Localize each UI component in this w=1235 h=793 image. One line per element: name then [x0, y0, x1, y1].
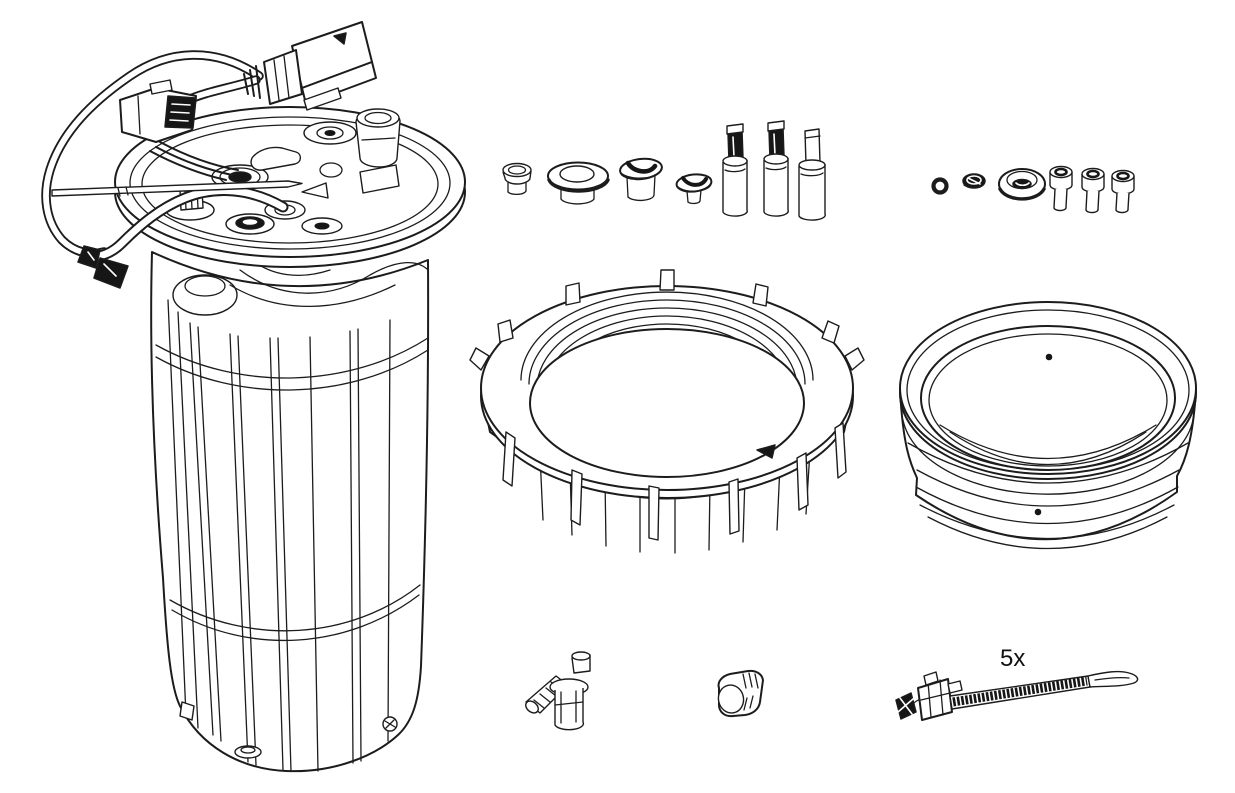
locking-ring-threaded-collar — [469, 269, 865, 554]
internal-pump-parts — [172, 257, 428, 316]
socket-head-screw-2 — [1081, 167, 1105, 214]
fastener-kit — [931, 165, 1135, 214]
terminal-pin-bladed-1 — [722, 123, 748, 217]
tank-heater-module-assembly — [41, 21, 466, 773]
socket-head-screw-1 — [1049, 165, 1073, 212]
terminal-pin-bladed-2 — [763, 120, 789, 217]
locking-ring-tabs — [469, 269, 865, 371]
terminal-pin-plain — [798, 128, 826, 221]
mounting-adapter-ring — [899, 301, 1197, 550]
seal-and-pin-kit — [502, 120, 826, 221]
cap-plug-ribbed — [717, 669, 764, 718]
slotted-plug-screw-small — [675, 173, 713, 205]
sealing-grommet-flanged — [547, 161, 610, 205]
slotted-plug-screw-large — [619, 157, 663, 202]
sensor-tube — [51, 180, 303, 197]
sealing-bushing-small — [502, 162, 532, 195]
socket-head-screw-3 — [1111, 169, 1135, 214]
canister-body — [150, 251, 430, 773]
sealing-washer-small — [962, 173, 986, 189]
electrical-connector-plug — [243, 21, 377, 111]
cable-tie-quantity-label: 5x — [1000, 645, 1025, 672]
elbow-hose-connector — [525, 651, 591, 731]
o-ring-small — [931, 177, 949, 195]
sealing-grommet-round — [998, 168, 1046, 201]
wiring-harness — [41, 50, 303, 289]
locking-ring-front-fins — [502, 422, 847, 541]
inline-connector — [119, 79, 197, 143]
cable-tie: 5x — [895, 645, 1139, 721]
flange-ports — [165, 108, 401, 235]
